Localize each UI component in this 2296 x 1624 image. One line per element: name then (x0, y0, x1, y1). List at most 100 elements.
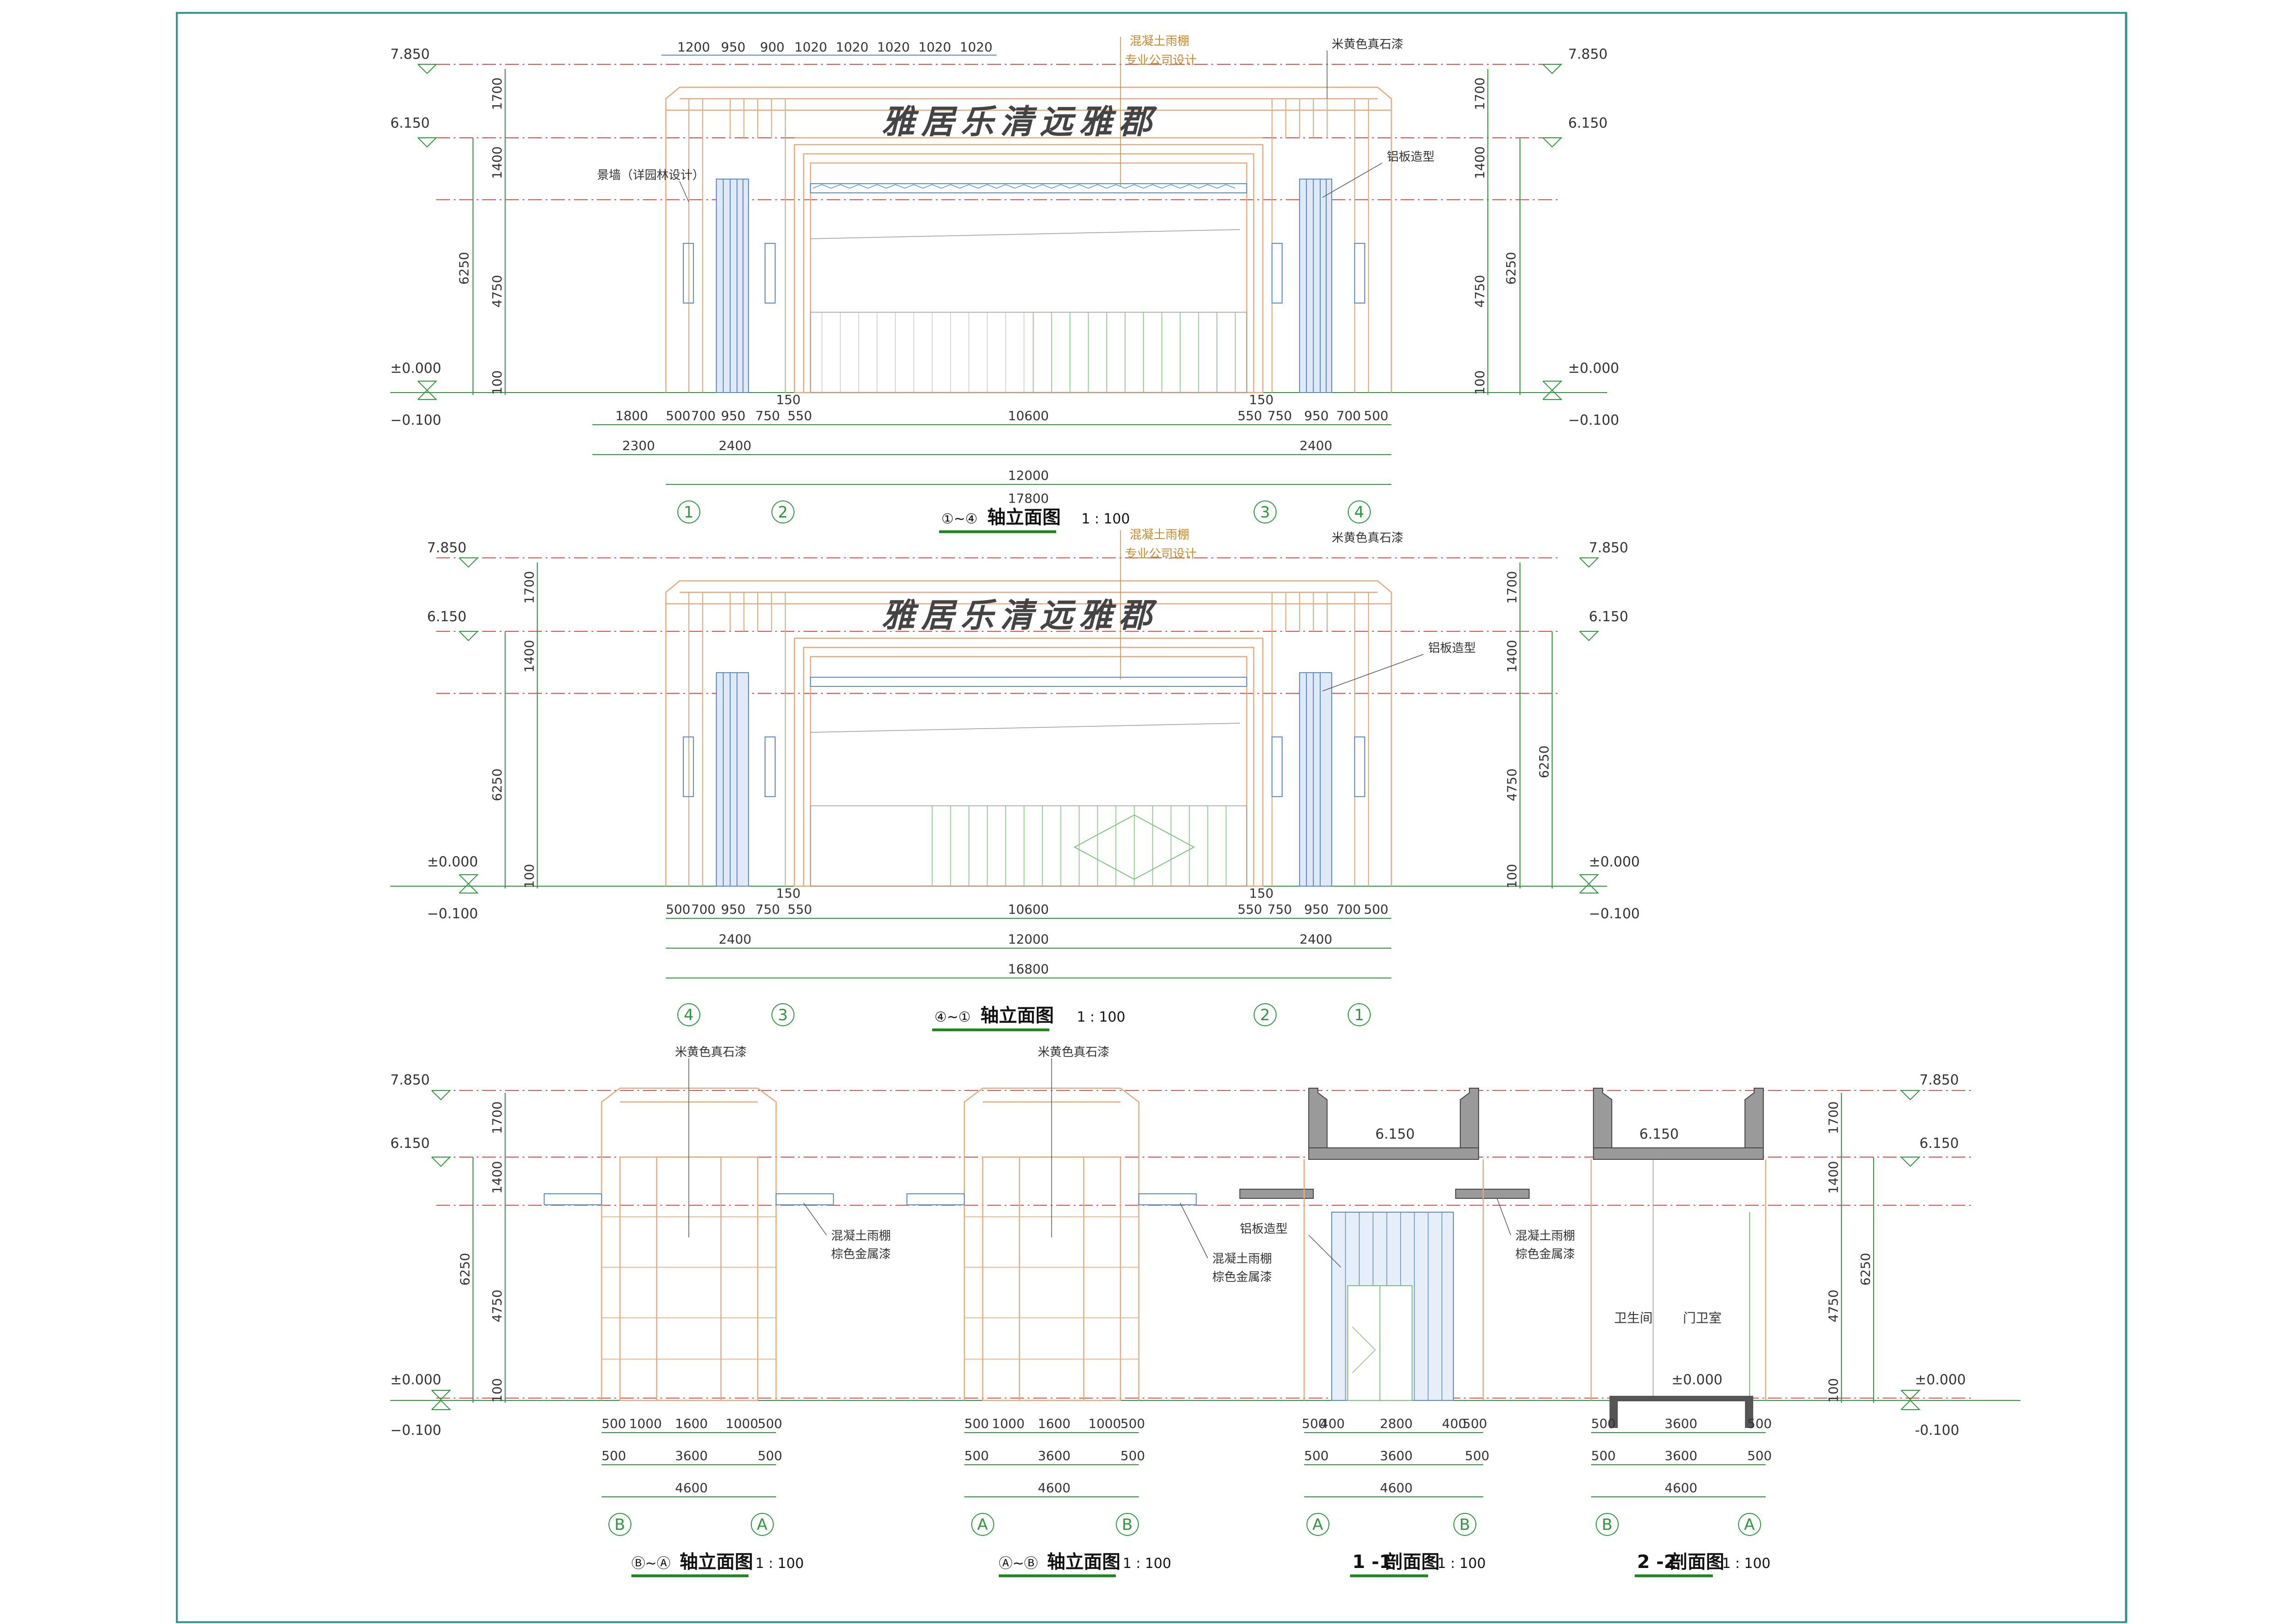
e2-dim-2400b: 2400 (1300, 932, 1332, 947)
s-level-upper-r: 6.150 (1919, 1135, 1959, 1152)
level-top: 7.850 (390, 46, 430, 62)
dim-700a: 700 (691, 408, 715, 423)
s-vdim-6250-r: 6250 (1858, 1253, 1873, 1286)
s1-note-canopy: 混凝土雨棚 (831, 1229, 891, 1243)
dim-750b: 750 (1267, 408, 1292, 423)
sv4-axis-b: A (1744, 1516, 1755, 1534)
room-wc: 卫生间 (1614, 1310, 1653, 1326)
e2-axis-3: 3 (778, 1006, 788, 1024)
sec1-d1: 500 (1302, 1416, 1326, 1431)
top-dim-3: 900 (760, 39, 784, 55)
dim-150b: 150 (1249, 392, 1273, 407)
sec2-d1: 500 (1591, 1416, 1615, 1431)
sv4-scale: 1 : 100 (1722, 1556, 1771, 1572)
e2-dim-150b: 150 (1249, 886, 1273, 901)
e2-vdim-1400: 1400 (522, 640, 537, 673)
sec2-e2: 3600 (1665, 1448, 1697, 1463)
dim-150a: 150 (776, 392, 800, 407)
dim-950b: 950 (1304, 408, 1328, 423)
s1-e2: 3600 (675, 1448, 708, 1463)
e2-axis-2: 2 (1260, 1006, 1270, 1024)
top-dim-5: 1020 (836, 39, 868, 55)
vdim-100: 100 (490, 371, 505, 395)
e2-note-alu: 铝板造型 (1428, 641, 1476, 655)
level-top-r: 7.850 (1568, 46, 1608, 62)
sign-text: 雅居乐清远雅郡 (882, 102, 1158, 141)
sec2-d2: 3600 (1665, 1416, 1697, 1431)
s-level-ground: −0.100 (390, 1422, 441, 1439)
s1-note-paint: 棕色金属漆 (831, 1248, 891, 1261)
s1-note-stone: 米黄色真石漆 (675, 1045, 747, 1059)
e2-vdim-100-r: 100 (1504, 864, 1519, 888)
top-dim-7: 1020 (918, 39, 951, 55)
sv3-axis-b: B (1459, 1516, 1470, 1534)
s1-e3: 500 (758, 1448, 782, 1463)
elevation-2-title: ④~① 轴立面图 1 : 100 (932, 1005, 1125, 1031)
dim-750a: 750 (755, 408, 780, 423)
sec1-note-paint: 棕色金属漆 (1515, 1248, 1575, 1261)
level-zero-r: ±0.000 (1568, 360, 1619, 376)
e2-axis-4: 4 (684, 1006, 694, 1024)
title-prefix: ①~④ (941, 511, 978, 527)
vdim-6250-r: 6250 (1503, 252, 1519, 285)
s-level-zero: ±0.000 (390, 1372, 441, 1388)
e2-level-ground-r: −0.100 (1589, 906, 1640, 922)
e2-dim-9: 950 (1304, 902, 1328, 917)
s1-d1: 500 (602, 1416, 626, 1431)
s2-d4: 1000 (1088, 1416, 1121, 1431)
vdim-1400: 1400 (490, 146, 505, 179)
sec2-e1: 500 (1591, 1448, 1615, 1463)
e2-dim-2: 700 (691, 902, 715, 917)
level-ground: −0.100 (390, 412, 441, 428)
dim-950a: 950 (721, 408, 745, 423)
s2-note-paint: 棕色金属漆 (1212, 1270, 1272, 1284)
top-dim-4: 1020 (794, 39, 827, 55)
sv3-prefix: 1 -1 (1352, 1551, 1392, 1573)
e2-level-top-r: 7.850 (1589, 540, 1628, 556)
e2-vdim-1400-r: 1400 (1504, 640, 1519, 673)
sv4-prefix: 2 -2 (1637, 1551, 1677, 1573)
sv2-axis-a: A (977, 1516, 988, 1534)
dim-500a: 500 (666, 408, 690, 423)
sv2-title: 轴立面图 (1047, 1551, 1120, 1573)
sv2-prefix: Ⓐ~Ⓑ (999, 1556, 1038, 1572)
s-level-zero-r: ±0.000 (1915, 1372, 1966, 1388)
e2-dim-5: 550 (788, 902, 812, 917)
s-vdim-1400-r: 1400 (1826, 1161, 1841, 1194)
e2-dim-8: 750 (1267, 902, 1292, 917)
e2-title-prefix: ④~① (934, 1009, 971, 1025)
vdim-6250: 6250 (456, 252, 472, 285)
sec2-level: 6.150 (1639, 1126, 1679, 1142)
sv4-title: 剖面图 (1669, 1551, 1724, 1573)
level-marker-left: 7.850 6.150 ±0.000 −0.100 (390, 46, 441, 428)
dim-12000: 12000 (1008, 468, 1049, 483)
s2-e3: 500 (1120, 1448, 1145, 1463)
sv4-axis-a: B (1602, 1516, 1612, 1534)
s1-d5: 500 (758, 1416, 782, 1431)
s2-d3: 1600 (1038, 1416, 1070, 1431)
s1-total: 4600 (675, 1480, 708, 1495)
level-ground-r: −0.100 (1568, 412, 1619, 428)
e2-vdim-6250-r: 6250 (1536, 746, 1552, 778)
e2-dim-3: 950 (721, 902, 745, 917)
s2-d1: 500 (964, 1416, 989, 1431)
sv1-title: 轴立面图 (680, 1551, 753, 1573)
e2-vdim-6250: 6250 (490, 769, 505, 801)
s2-note-stone: 米黄色真石漆 (1038, 1045, 1109, 1059)
sec2-zero: ±0.000 (1671, 1372, 1722, 1388)
sv1-axis-b: A (757, 1516, 767, 1534)
e2-level-zero: ±0.000 (427, 854, 478, 870)
note-stone: 米黄色真石漆 (1332, 38, 1403, 51)
e2-dim-4: 750 (755, 902, 780, 917)
sec1-d2: 400 (1320, 1416, 1345, 1431)
note-alu: 铝板造型 (1387, 150, 1435, 164)
s2-total: 4600 (1038, 1480, 1070, 1495)
sec1-note-canopy: 混凝土雨棚 (1515, 1229, 1575, 1243)
section-2-title: 2 -2 剖面图 1 : 100 (1635, 1551, 1771, 1577)
sec1-d3: 2800 (1380, 1416, 1412, 1431)
sv1-axis-a: B (614, 1516, 625, 1534)
note-wall: 景墙（详园林设计） (597, 169, 704, 182)
elevation-1-title: ①~④ 轴立面图 1 : 100 (939, 507, 1130, 533)
level-upper: 6.150 (390, 115, 430, 131)
